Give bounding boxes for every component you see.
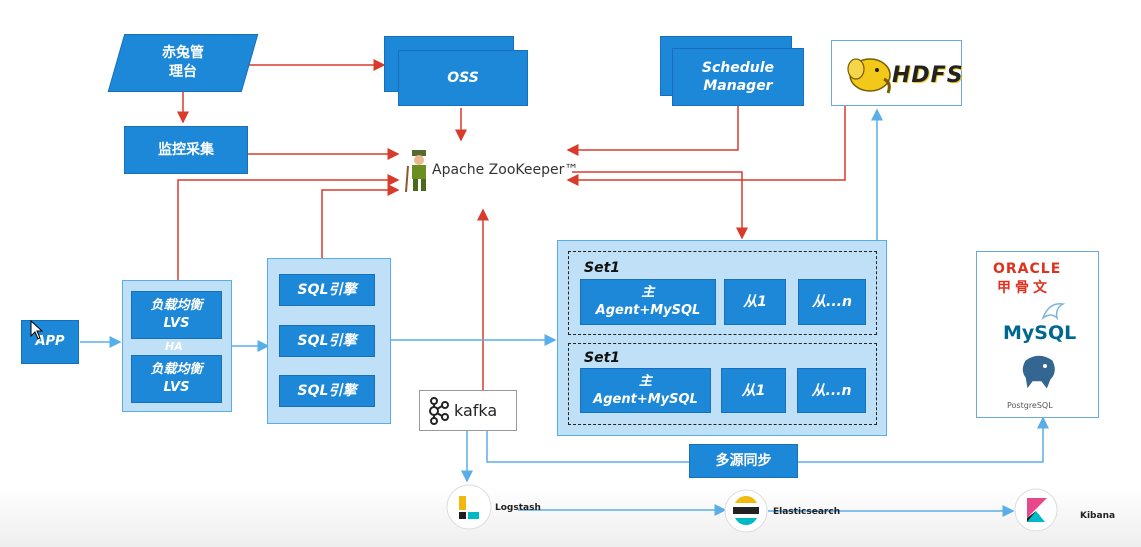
hadoop-elephant-icon [847, 58, 891, 94]
monitor-node: 监控采集 [124, 126, 248, 174]
arrow-lvs-zk [177, 174, 400, 280]
set-title-2: Set1 [584, 350, 621, 366]
kafka-node: kafka [419, 390, 517, 431]
oracle-cn-label: 甲骨文 [997, 280, 1051, 296]
arrow-hdfs-zk [566, 104, 846, 186]
mysql-logo: MySQL [1003, 322, 1077, 344]
ha-label: HA [165, 340, 183, 353]
logstash-icon [446, 484, 492, 530]
zookeeper-label: Apache ZooKeeper™ [432, 162, 579, 178]
schedule-manager-node: Schedule Manager [672, 48, 804, 106]
set2-master-node: 主 Agent+MySQL [580, 368, 711, 413]
lvs-node-1: 负载均衡 LVS [131, 291, 222, 339]
mysql-dolphin-icon [1041, 303, 1066, 321]
arrow-zk-set [572, 171, 748, 240]
arrow-sql-zk [321, 184, 400, 258]
chitu-console-label: 赤兔管 理台 [162, 45, 204, 80]
zookeeper-keeper-icon [405, 150, 426, 193]
target-databases-panel: ORACLE 甲骨文 MySQL PostgreSQL [976, 251, 1099, 418]
postgresql-label: PostgreSQL [1007, 401, 1053, 410]
mouse-cursor-icon [30, 319, 44, 344]
elasticsearch-label: Elasticsearch [773, 507, 841, 517]
kafka-icon [429, 397, 449, 425]
zookeeper-node: Apache ZooKeeper™ [402, 148, 578, 194]
multi-source-sync-node: 多源同步 [689, 444, 798, 478]
footer-band [0, 487, 1141, 547]
kibana-icon [1014, 488, 1058, 532]
set1-slave1-node: 从1 [724, 279, 786, 325]
hdfs-node: HDFS [831, 40, 964, 106]
arrow-sched-zk [566, 102, 739, 156]
set1-slaven-node: 从...n [798, 279, 866, 325]
hdfs-label: HDFS [892, 63, 964, 88]
kibana-label: Kibana [1080, 511, 1116, 521]
chitu-console-node: 赤兔管 理台 [107, 34, 259, 92]
oracle-logo: ORACLE [993, 261, 1062, 277]
kafka-label: kafka [454, 401, 498, 420]
set2-slave1-node: 从1 [721, 368, 786, 413]
set-title-1: Set1 [584, 260, 621, 276]
elasticsearch-icon [724, 489, 768, 533]
logstash-label: Logstash [495, 503, 541, 513]
set-group-2 [568, 343, 877, 425]
set1-master-node: 主 Agent+MySQL [580, 279, 716, 325]
sql-engine-node-1: SQL引擎 [279, 274, 375, 306]
set-group-1 [568, 251, 877, 335]
postgresql-elephant-icon [1021, 354, 1057, 392]
sql-engine-node-3: SQL引擎 [279, 375, 375, 407]
lvs-node-2: 负载均衡 LVS [131, 355, 222, 403]
oss-node: OSS [398, 50, 528, 106]
sql-engine-node-2: SQL引擎 [279, 325, 375, 357]
set2-slaven-node: 从...n [797, 368, 866, 413]
